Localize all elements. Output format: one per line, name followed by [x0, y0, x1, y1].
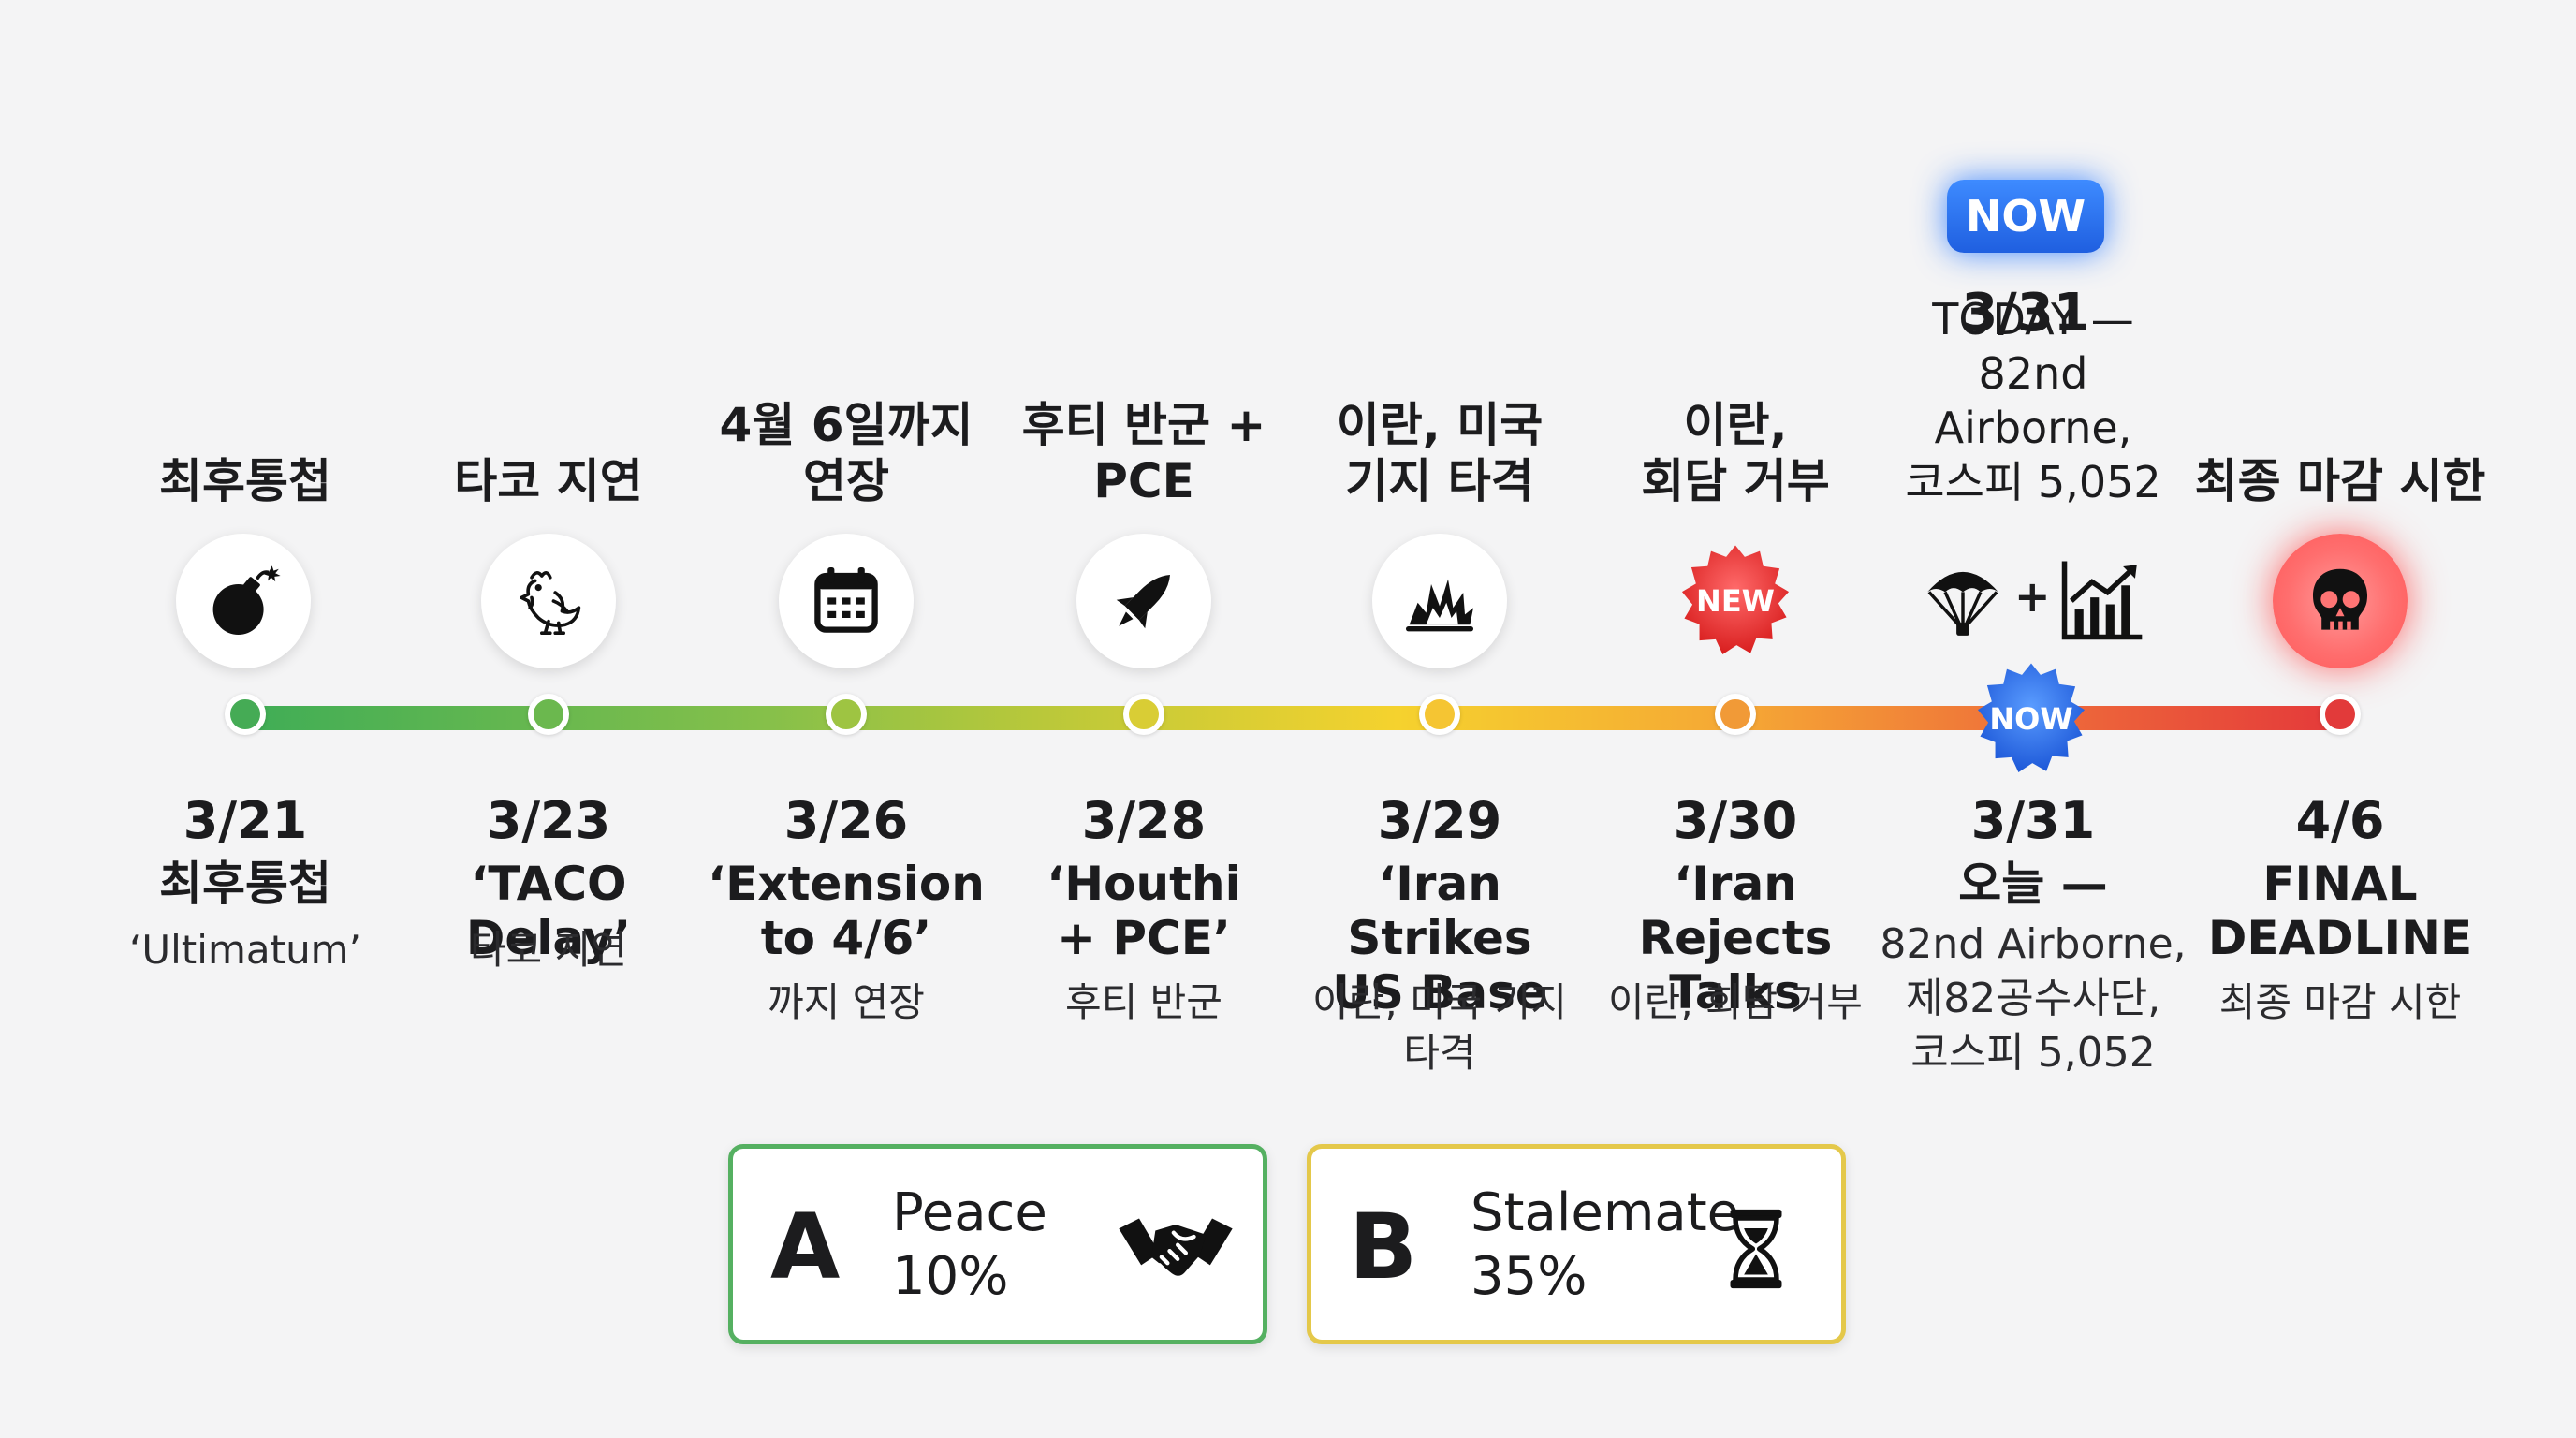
event-title: FINAL DEADLINE — [2207, 857, 2473, 965]
now-pill-badge: NOW — [1947, 180, 2104, 253]
event-date: 3/29 — [1377, 791, 1502, 850]
top-label-today: TODAY — 82nd Airborne, 코스피 5,052 — [1905, 294, 2161, 507]
top-label-final-deadline: 최종 마감 시한 — [2194, 454, 2486, 508]
event-title: ‘Houthi + PCE’ — [1046, 857, 1241, 965]
event-date: 3/28 — [1081, 791, 1207, 850]
icon-circle-final-deadline — [2273, 534, 2408, 668]
event-title: ‘Iran Strikes US Base — [1332, 857, 1547, 1020]
top-label-ultimatum: 최후통첩 — [159, 454, 331, 508]
explosion-icon — [1406, 579, 1473, 632]
icon-circle-extension — [779, 534, 914, 668]
rooster-icon — [520, 571, 581, 635]
event-title: 최후통첩 — [159, 857, 331, 911]
event-title: ‘Iran Rejects Talks — [1638, 857, 1833, 1020]
event-subtitle: ‘Ultimatum’ — [129, 927, 361, 973]
scenario-card-peace: A Peace 10% — [728, 1144, 1267, 1344]
timeline-dot-3-30 — [1715, 694, 1756, 735]
event-subtitle: 82nd Airborne, 제82공수사단, 코스피 5,052 — [1880, 920, 2187, 1077]
event-title: 오늘 — — [1958, 857, 2108, 911]
top-label-taco-delay: 타코 지연 — [454, 454, 643, 508]
event-subtitle: 최종 마감 시한 — [2218, 979, 2462, 1025]
icon-circle-iran-strikes — [1372, 534, 1507, 668]
now-badge-icon: NOW — [1973, 661, 2089, 777]
event-date: 3/31 — [1970, 791, 2096, 850]
now-badge-text: NOW — [1989, 701, 2073, 737]
bomb-icon — [212, 565, 281, 635]
event-title: ‘TACO Delay’ — [465, 857, 632, 965]
event-title: ‘Extension to 4/6’ — [708, 857, 985, 965]
rocket-icon — [1116, 574, 1171, 629]
timeline-dot-3-29 — [1419, 694, 1460, 735]
event-date: 3/30 — [1673, 791, 1798, 850]
top-label-iran-strikes: 이란, 미국 기지 타격 — [1336, 398, 1544, 508]
stock-chart-icon — [2061, 561, 2143, 640]
top-label-extension: 4월 6일까지 연장 — [719, 398, 973, 508]
scenario-probability: 10% — [892, 1246, 1009, 1307]
event-subtitle: 후티 반군 — [1065, 979, 1222, 1025]
event-subtitle: 이란, 미국 기지 타격 — [1312, 979, 1567, 1076]
scenario-letter: A — [770, 1195, 841, 1299]
event-subtitle: 타코 지연 — [470, 927, 627, 973]
event-date: 3/23 — [486, 791, 611, 850]
event-date: 3/26 — [783, 791, 909, 850]
calendar-icon — [814, 567, 878, 633]
top-label-iran-rejects: 이란, 회담 거부 — [1641, 398, 1830, 508]
timeline-dot-3-28 — [1123, 694, 1164, 735]
scenario-card-stalemate: B Stalemate 35% — [1307, 1144, 1846, 1344]
hourglass-icon — [1730, 1209, 1782, 1289]
skull-icon — [2312, 568, 2368, 630]
timeline-dot-3-23 — [528, 694, 569, 735]
new-badge-text: NEW — [1696, 583, 1775, 619]
icon-circle-taco-delay — [481, 534, 616, 668]
icon-circle-houthi-pce — [1076, 534, 1211, 668]
icon-circle-ultimatum — [176, 534, 311, 668]
event-date: 3/21 — [183, 791, 308, 850]
event-subtitle: 이란, 회담 거부 — [1608, 979, 1863, 1025]
parachute-chart-icon: + — [1923, 550, 2147, 648]
top-today-date: 3/31 — [1961, 283, 2090, 344]
parachute-icon — [1927, 571, 1998, 636]
top-label-houthi-pce: 후티 반군 + PCE — [1021, 398, 1266, 508]
timeline-dot-3-21 — [225, 694, 266, 735]
new-badge-icon: NEW — [1677, 543, 1793, 659]
event-subtitle: 까지 연장 — [768, 979, 925, 1025]
scenario-name: Stalemate — [1471, 1182, 1740, 1243]
scenario-letter: B — [1349, 1195, 1418, 1299]
event-date: 4/6 — [2295, 791, 2385, 850]
timeline-dot-4-6 — [2320, 694, 2361, 735]
plus-sign: + — [2014, 571, 2051, 622]
handshake-icon — [1119, 1218, 1233, 1276]
timeline-dot-3-26 — [826, 694, 867, 735]
scenario-name: Peace — [892, 1182, 1047, 1243]
scenario-probability: 35% — [1471, 1246, 1588, 1307]
